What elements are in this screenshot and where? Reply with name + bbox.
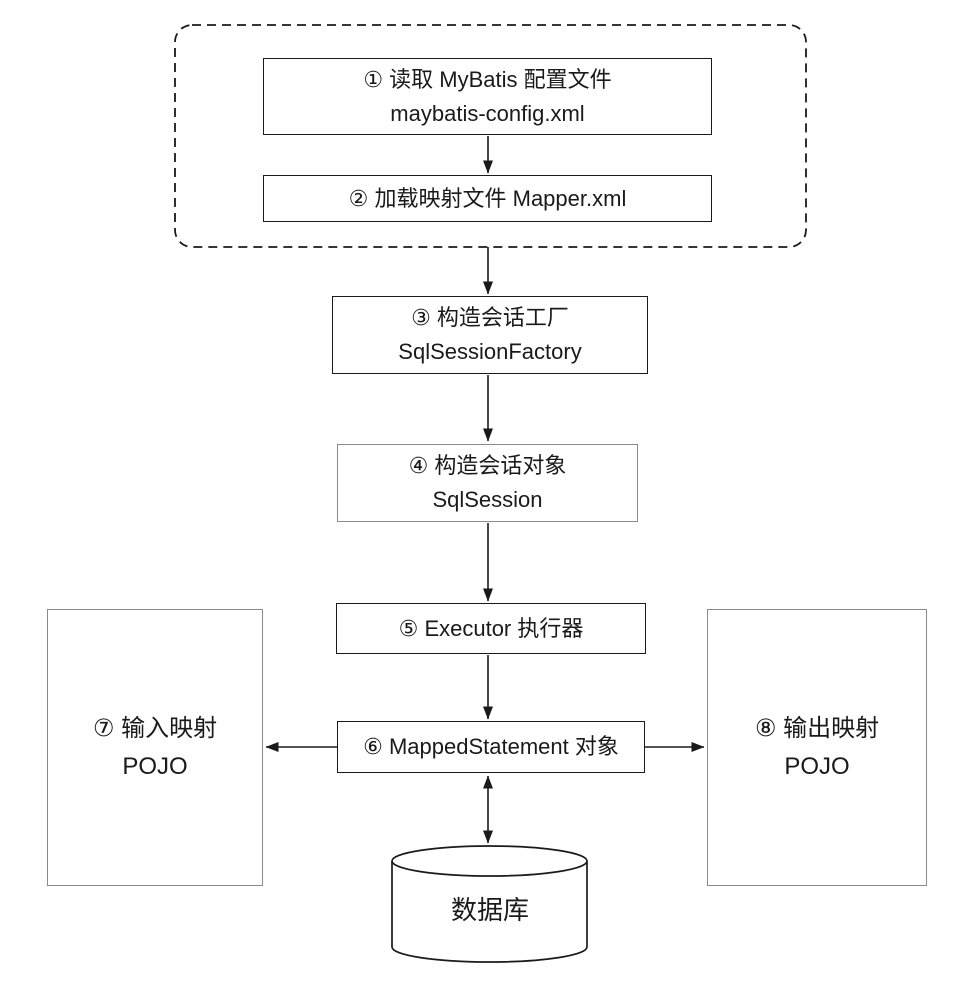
node-step8-output-mapping: ⑧ 输出映射 POJO xyxy=(707,609,927,886)
node-step1-line2: maybatis-config.xml xyxy=(390,100,585,126)
node-step4-line2: SqlSession xyxy=(432,487,543,512)
node-step2-line1: ② 加载映射文件 Mapper.xml xyxy=(348,185,627,211)
node-step1-read-config: ① 读取 MyBatis 配置文件 maybatis-config.xml xyxy=(263,58,712,135)
node-step3-line1: ③ 构造会话工厂 xyxy=(411,305,569,330)
node-step4-line1: ④ 构造会话对象 xyxy=(408,453,567,478)
database-label: 数据库 xyxy=(450,895,529,925)
node-step3-sqlsessionfactory: ③ 构造会话工厂 SqlSessionFactory xyxy=(332,296,648,374)
node-step7-line2: POJO xyxy=(122,752,188,780)
node-step4-sqlsession: ④ 构造会话对象 SqlSession xyxy=(337,444,638,522)
node-step7-line1: ⑦ 输入映射 xyxy=(92,714,218,742)
node-step5-executor: ⑤ Executor 执行器 xyxy=(336,603,646,654)
node-step7-input-mapping: ⑦ 输入映射 POJO xyxy=(47,609,263,886)
node-step6-line1: ⑥ MappedStatement 对象 xyxy=(363,734,619,759)
node-step8-line1: ⑧ 输出映射 xyxy=(754,714,880,742)
database-cylinder-shape xyxy=(391,845,588,963)
node-step6-mappedstatement: ⑥ MappedStatement 对象 xyxy=(337,721,645,773)
node-step1-line1: ① 读取 MyBatis 配置文件 xyxy=(363,66,612,92)
node-step3-line2: SqlSessionFactory xyxy=(398,339,582,364)
node-step5-line1: ⑤ Executor 执行器 xyxy=(398,615,584,641)
node-step2-load-mapper: ② 加载映射文件 Mapper.xml xyxy=(263,175,712,222)
node-step8-line2: POJO xyxy=(784,752,850,780)
